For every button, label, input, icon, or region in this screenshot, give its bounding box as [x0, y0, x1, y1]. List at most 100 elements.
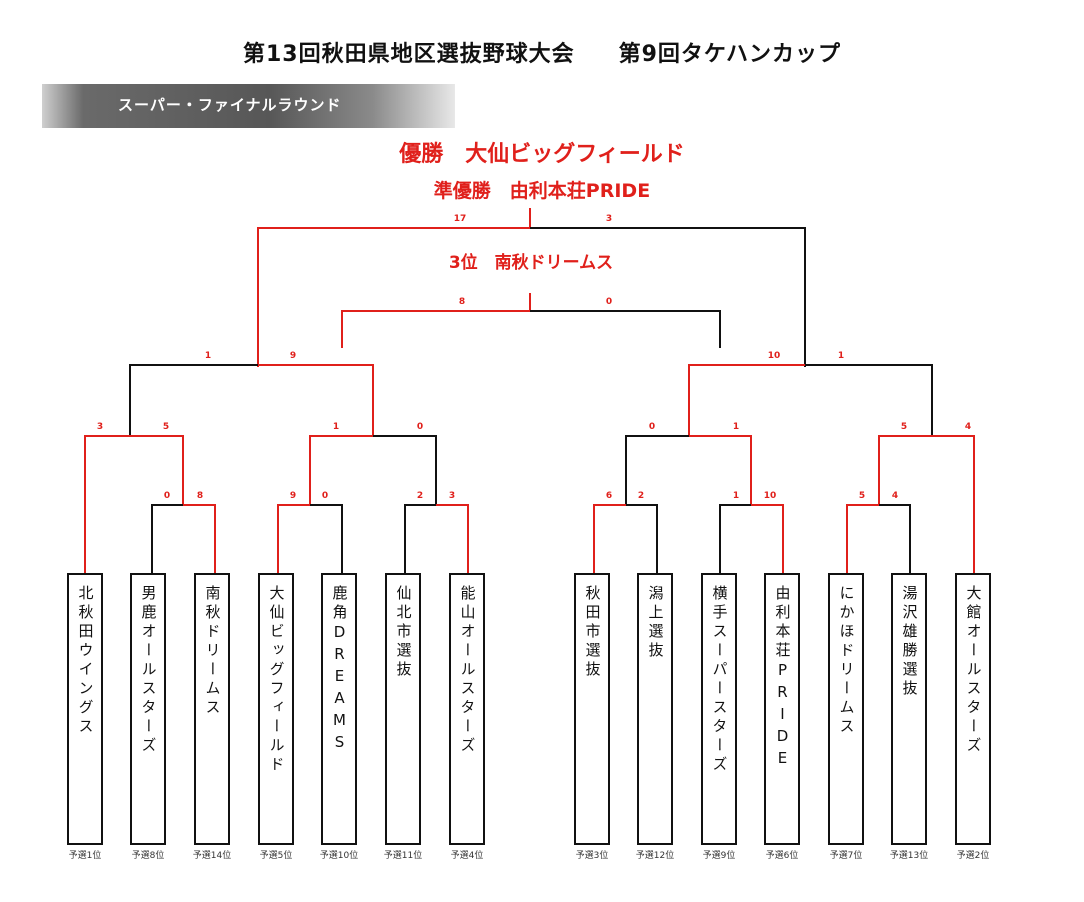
score-qf3-b: 1 [733, 422, 739, 432]
team-box-kazuno: 鹿角DREAMS [321, 573, 357, 845]
qf4-a [878, 435, 932, 505]
semi-right-a [688, 364, 805, 436]
score-third-left: 8 [459, 297, 465, 307]
score-r1a-a: 0 [164, 491, 170, 501]
qf3-b [689, 435, 752, 505]
team-box-yurihonjo: 由利本荘PRIDE [764, 573, 800, 845]
team-box-kitaakita: 北秋田ウイングス [67, 573, 103, 845]
semi-left-b [258, 364, 374, 436]
team-box-yokote: 横手スーパースターズ [701, 573, 737, 845]
seed-label: 予選10位 [319, 851, 359, 861]
qf1-b [130, 435, 184, 505]
seed-label: 予選5位 [259, 851, 293, 861]
third-left-line [341, 293, 531, 348]
seed-label: 予選13位 [889, 851, 929, 861]
seed-label: 予選7位 [829, 851, 863, 861]
team-box-akita: 秋田市選抜 [574, 573, 610, 845]
third-right-line [530, 310, 721, 348]
final-right-line [530, 227, 806, 367]
score-r1e-a: 1 [733, 491, 739, 501]
seed-label: 予選3位 [575, 851, 609, 861]
page-title: 第13回秋田県地区選抜野球大会 第9回タケハンカップ [0, 36, 1084, 68]
score-qf2-b: 0 [417, 422, 423, 432]
champion-label: 優勝 大仙ビッグフィールド [399, 142, 685, 167]
score-qf1-b: 5 [163, 422, 169, 432]
score-r1f-a: 5 [859, 491, 865, 501]
team-name: 由利本荘PRIDE [773, 585, 792, 771]
r1a-a [151, 504, 183, 573]
team-name: にかほドリームス [837, 585, 856, 737]
seed-label: 予選12位 [635, 851, 675, 861]
r1a-b [183, 504, 216, 573]
score-qf1-a: 3 [97, 422, 103, 432]
r1c-a [404, 504, 436, 573]
r1f-b [879, 504, 911, 573]
score-r1d-a: 6 [606, 491, 612, 501]
semi-left-a [129, 364, 258, 436]
qf3-a [625, 435, 689, 505]
r1b-a [277, 504, 310, 573]
team-box-odate: 大館オールスターズ [955, 573, 991, 845]
r1c-b [436, 504, 469, 573]
score-r1b-b: 0 [322, 491, 328, 501]
score-r1f-b: 4 [892, 491, 898, 501]
score-final-right: 3 [606, 214, 612, 224]
team-name: 南秋ドリームス [203, 585, 222, 718]
qf2-a [309, 435, 373, 505]
team-box-nikaho: にかほドリームス [828, 573, 864, 845]
seed-label: 予選2位 [956, 851, 990, 861]
final-left-line [257, 208, 531, 367]
seed-label: 予選9位 [702, 851, 736, 861]
runner-up-label: 準優勝 由利本荘PRIDE [433, 180, 651, 202]
score-semi-right-b: 1 [838, 351, 844, 361]
semi-right-b [805, 364, 933, 436]
score-r1b-a: 9 [290, 491, 296, 501]
score-third-right: 0 [606, 297, 612, 307]
score-r1e-b: 10 [764, 491, 777, 501]
r1b-b [310, 504, 343, 573]
score-r1c-b: 3 [449, 491, 455, 501]
team-box-yuzawa: 湯沢雄勝選抜 [891, 573, 927, 845]
score-qf4-a: 5 [901, 422, 907, 432]
seed-label: 予選14位 [192, 851, 232, 861]
seed-label: 予選6位 [765, 851, 799, 861]
team-box-katagami: 潟上選抜 [637, 573, 673, 845]
team-name: 能山オールスターズ [458, 585, 477, 756]
r1d-a [593, 504, 626, 573]
team-name: 北秋田ウイングス [76, 585, 95, 737]
team-name: 大館オールスターズ [964, 585, 983, 756]
seed-label: 予選4位 [450, 851, 484, 861]
team-name: 潟上選抜 [646, 585, 665, 661]
team-name: 大仙ビッグフィールド [267, 585, 286, 775]
score-r1a-b: 8 [197, 491, 203, 501]
team-name: 横手スーパースターズ [710, 585, 729, 775]
seed-label: 予選8位 [131, 851, 165, 861]
score-qf3-a: 0 [649, 422, 655, 432]
team-name: 仙北市選抜 [394, 585, 413, 680]
team-box-oga: 男鹿オールスターズ [130, 573, 166, 845]
team-box-noyama: 能山オールスターズ [449, 573, 485, 845]
third-place-label: 3位 南秋ドリームス [448, 253, 614, 273]
round-label: スーパー・ファイナルラウンド [118, 96, 342, 114]
qf4-b [932, 435, 975, 573]
team-name: 湯沢雄勝選抜 [900, 585, 919, 699]
score-final-left: 17 [454, 214, 467, 224]
score-r1c-a: 2 [417, 491, 423, 501]
team-box-daisen: 大仙ビッグフィールド [258, 573, 294, 845]
r1e-a [719, 504, 751, 573]
score-semi-right-a: 10 [768, 351, 781, 361]
seed-label: 予選11位 [383, 851, 423, 861]
score-qf4-b: 4 [965, 422, 971, 432]
score-r1d-b: 2 [638, 491, 644, 501]
team-box-nanshu: 南秋ドリームス [194, 573, 230, 845]
team-box-senboku: 仙北市選抜 [385, 573, 421, 845]
score-semi-left-a: 1 [205, 351, 211, 361]
team-name: 秋田市選抜 [583, 585, 602, 680]
tournament-title: 第13回秋田県地区選抜野球大会 [242, 42, 575, 67]
r1d-b [626, 504, 658, 573]
r1e-b [751, 504, 784, 573]
round-banner: スーパー・ファイナルラウンド [42, 84, 455, 128]
cup-title: 第9回タケハンカップ [618, 42, 842, 67]
score-semi-left-b: 9 [290, 351, 296, 361]
